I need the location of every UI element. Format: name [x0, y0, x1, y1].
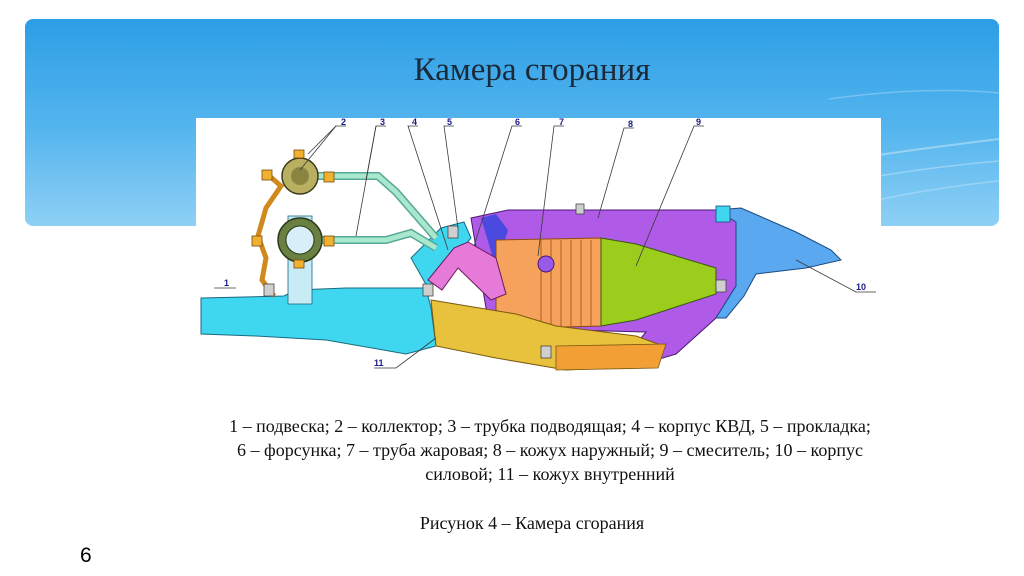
supply-pipe-upper — [318, 172, 440, 241]
power-housing — [714, 207, 842, 319]
combustion-chamber-diagram: 2 3 4 5 6 7 8 9 10 1 11 — [196, 117, 881, 390]
label-11: 11 — [374, 358, 384, 368]
collector-lower — [277, 217, 323, 263]
label-4: 4 — [412, 118, 417, 127]
label-7: 7 — [559, 118, 564, 127]
label-9: 9 — [696, 118, 701, 127]
label-5: 5 — [447, 118, 452, 127]
legend-line: 1 – подвеска; 2 – коллектор; 3 – трубка … — [229, 416, 871, 436]
housing-flange — [715, 205, 731, 223]
page-number: 6 — [80, 544, 92, 567]
injector-channel — [427, 241, 507, 301]
label-3: 3 — [380, 118, 385, 127]
supply-pipe-upper-fill — [318, 173, 438, 240]
label-1: 1 — [224, 278, 229, 288]
diffuser-body — [200, 287, 437, 355]
mixer — [600, 237, 717, 327]
supply-pipe-lower-fill — [318, 230, 438, 251]
label-10: 10 — [856, 282, 866, 292]
collector-upper — [281, 157, 319, 195]
legend-text: 1 – подвеска; 2 – коллектор; 3 – трубка … — [180, 414, 920, 486]
suspension-bracket — [255, 171, 285, 298]
slide-title: Камера сгорания — [413, 52, 651, 88]
label-2: 2 — [341, 118, 346, 127]
casing-inner-layer — [481, 214, 508, 268]
figure-caption: Рисунок 4 – Камера сгорания — [419, 513, 645, 533]
flame-tube-port — [537, 255, 555, 273]
legend-line: силовой; 11 – кожух внутренний — [425, 464, 675, 484]
label-6: 6 — [515, 118, 520, 127]
inner-casing-lip — [555, 343, 667, 371]
label-8: 8 — [628, 119, 633, 129]
legend-line: 6 – форсунка; 7 – труба жаровая; 8 – кож… — [237, 440, 863, 460]
